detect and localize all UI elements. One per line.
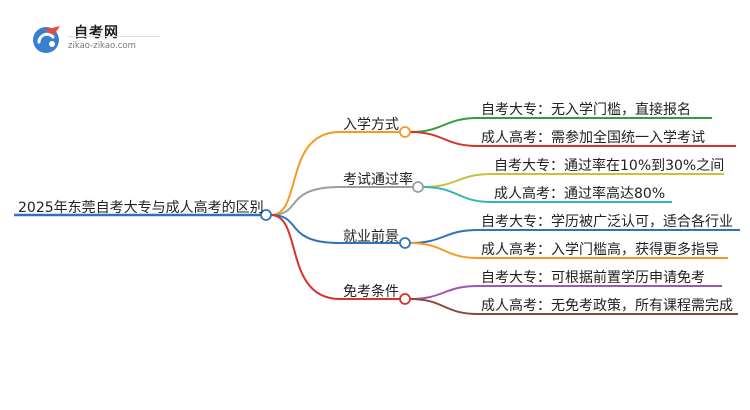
branch-node-circle: [412, 181, 424, 193]
branch-connector: [270, 214, 341, 300]
graduation-cap-logo-icon: [33, 26, 60, 53]
leaf-connector: [409, 285, 479, 300]
logo-title: 自考网: [74, 25, 119, 41]
root-node-circle: [260, 209, 272, 221]
branch-label-employment[interactable]: 就业前景: [343, 229, 399, 245]
leaf-label[interactable]: 自考大专：无入学门槛，直接报名: [481, 102, 691, 118]
leaf-label[interactable]: 成人高考：入学门槛高，获得更多指导: [481, 242, 719, 258]
site-logo[interactable]: 自考网 zikao-zikao.com: [30, 20, 160, 58]
branch-label-admission[interactable]: 入学方式: [343, 117, 399, 133]
leaf-label[interactable]: 成人高考：通过率高达80%: [494, 186, 666, 202]
logo-url: zikao-zikao.com: [68, 41, 136, 51]
leaf-connector: [409, 242, 479, 259]
leaf-connector: [422, 186, 493, 203]
branch-label-exemption[interactable]: 免考条件: [343, 284, 399, 300]
leaf-label[interactable]: 自考大专：学历被广泛认可，适合各行业: [481, 214, 733, 230]
branch-node-circle: [399, 293, 411, 305]
leaf-label[interactable]: 成人高考：需参加全国统一入学考试: [481, 130, 705, 146]
leaf-connector: [409, 298, 479, 315]
leaf-label[interactable]: 自考大专：通过率在10%到30%之间: [494, 158, 725, 174]
branch-connector: [270, 131, 341, 216]
leaf-label[interactable]: 成人高考：无免考政策，所有课程需完成: [481, 298, 733, 314]
branch-label-pass-rate[interactable]: 考试通过率: [343, 172, 413, 188]
branch-node-circle: [399, 126, 411, 138]
branch-connector: [270, 186, 341, 216]
branch-connector: [270, 214, 341, 244]
leaf-connector: [409, 117, 479, 133]
root-node-label[interactable]: 2025年东莞自考大专与成人高考的区别: [18, 200, 264, 216]
leaf-connector: [422, 173, 493, 188]
leaf-label[interactable]: 自考大专：可根据前置学历申请免考: [481, 270, 705, 286]
leaf-connector: [409, 131, 479, 147]
logo-divider: [68, 36, 160, 37]
branch-node-circle: [399, 237, 411, 249]
leaf-connector: [409, 229, 479, 244]
